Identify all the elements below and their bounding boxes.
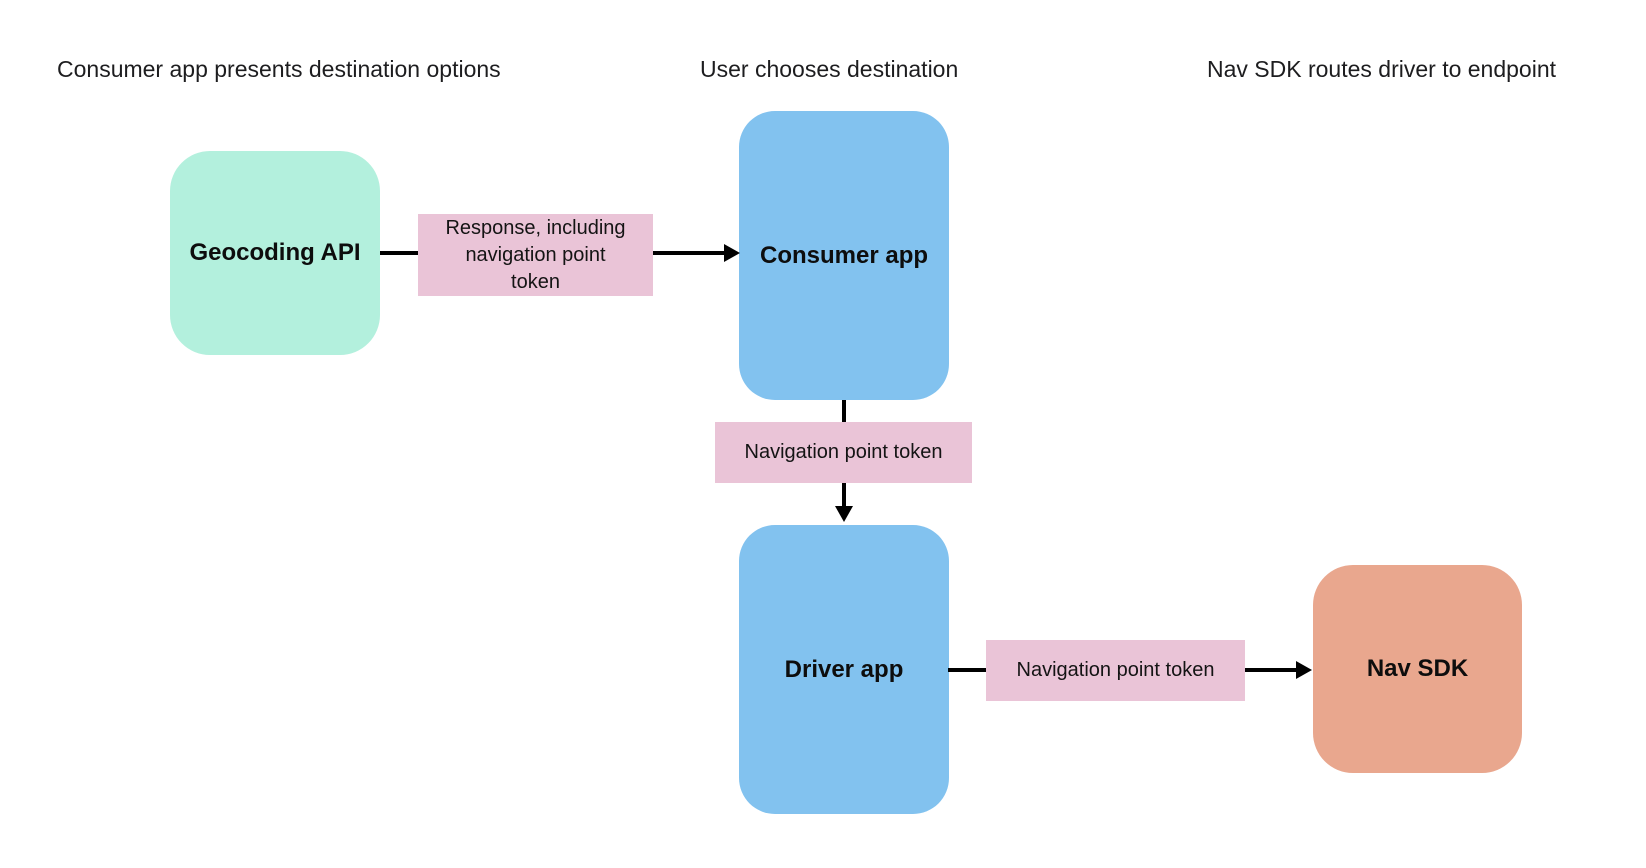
column-header-user-chooses: User chooses destination bbox=[700, 56, 959, 82]
node-driver-app: Driver app bbox=[739, 525, 949, 814]
arrowhead-down-icon bbox=[835, 506, 853, 522]
node-driver-app-label: Driver app bbox=[784, 655, 904, 683]
node-nav-sdk: Nav SDK bbox=[1313, 565, 1522, 773]
node-nav-sdk-label: Nav SDK bbox=[1366, 655, 1469, 682]
column-header-consumer-presents: Consumer app presents destination option… bbox=[57, 56, 501, 82]
node-geocoding-api: Geocoding API bbox=[170, 151, 380, 355]
arrowhead-right-icon bbox=[1296, 661, 1312, 679]
edge-label-navigation-point-token-horizontal: Navigation point token bbox=[986, 640, 1245, 701]
edge-label-response-including-token: Response, including navigation point tok… bbox=[418, 214, 653, 296]
node-consumer-app: Consumer app bbox=[739, 111, 949, 400]
edge-label-navigation-point-token-vertical: Navigation point token bbox=[715, 422, 972, 483]
node-geocoding-api-label: Geocoding API bbox=[189, 239, 361, 266]
arrowhead-right-icon bbox=[724, 244, 740, 262]
column-header-navsdk-routes: Nav SDK routes driver to endpoint bbox=[1207, 56, 1557, 82]
node-consumer-app-label: Consumer app bbox=[759, 241, 929, 269]
